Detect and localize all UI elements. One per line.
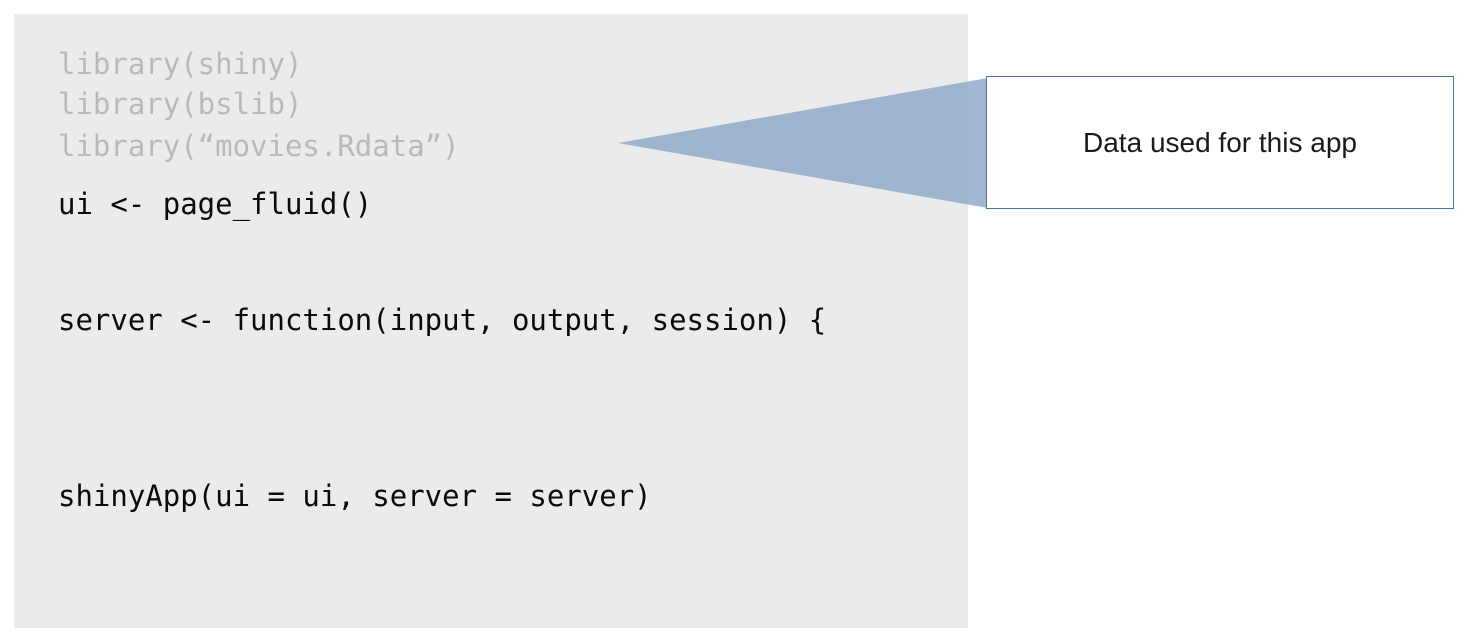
code-line-server: server <- function(input, output, sessio… [58, 303, 827, 337]
code-line-library-movies: library(“movies.Rdata”) [58, 129, 460, 163]
code-line-library-bslib: library(bslib) [58, 87, 303, 121]
callout-box: Data used for this app [986, 76, 1454, 209]
code-line-ui: ui <- page_fluid() [58, 187, 373, 221]
code-panel: library(shiny) library(bslib) library(“m… [14, 14, 968, 628]
code-line-shinyapp: shinyApp(ui = ui, server = server) [58, 479, 652, 513]
callout-text: Data used for this app [1083, 126, 1357, 158]
code-line-library-shiny: library(shiny) [58, 47, 303, 81]
